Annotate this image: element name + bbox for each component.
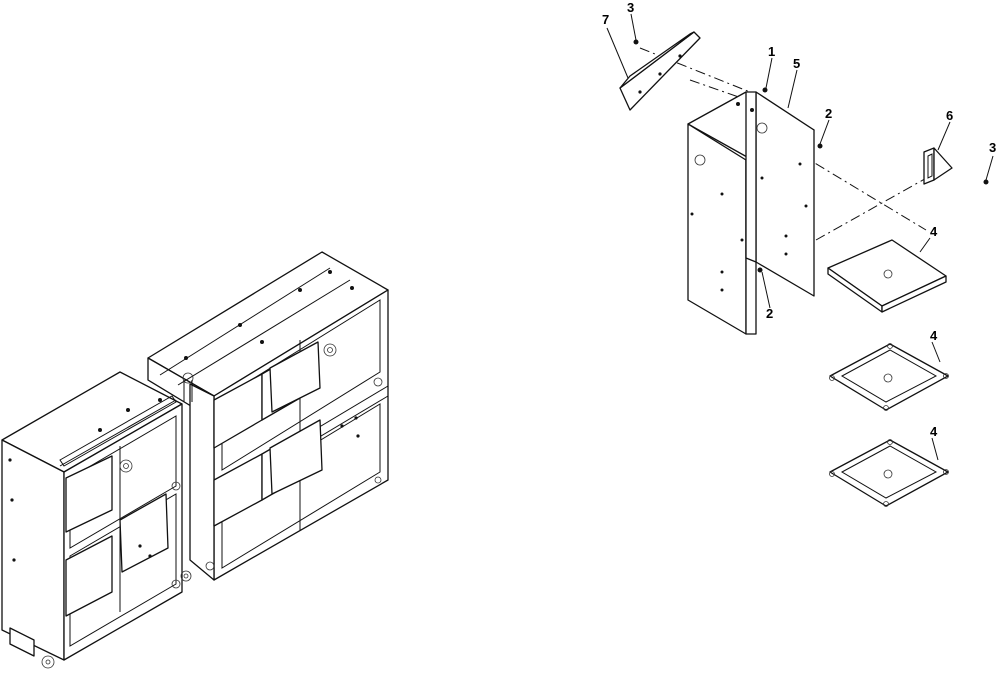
part-4-shelf-tray (829, 343, 949, 411)
part-4-shelf-tray (829, 439, 949, 507)
assembly-line (689, 79, 771, 109)
callout-2: 2 (825, 106, 832, 121)
part-5-cabinet-shell (687, 91, 815, 335)
callout-2: 2 (766, 306, 773, 321)
assembly-line (729, 111, 927, 231)
callout-7: 7 (602, 12, 609, 27)
callout-labels: 3 7 1 5 2 6 3 4 2 4 4 (602, 0, 996, 439)
callout-4: 4 (930, 224, 938, 239)
assembled-cabinet-illustration (1, 251, 389, 669)
part-4-shelf-tray (827, 239, 947, 313)
callout-4: 4 (930, 424, 938, 439)
callout-5: 5 (793, 56, 800, 71)
part-7-mounting-rail (619, 31, 701, 111)
callout-4: 4 (930, 328, 938, 343)
callout-3: 3 (989, 140, 996, 155)
callout-6: 6 (946, 108, 953, 123)
part-2-screw (757, 143, 823, 273)
part-3-screw (633, 39, 989, 185)
exploded-view (606, 13, 994, 507)
callout-3: 3 (627, 0, 634, 15)
assembly-line (815, 175, 931, 241)
part-6-bracket (923, 147, 953, 185)
rear-cabinet (147, 251, 389, 581)
part-1-screw (762, 87, 768, 93)
callout-1: 1 (768, 44, 775, 59)
front-cabinet (1, 371, 194, 669)
